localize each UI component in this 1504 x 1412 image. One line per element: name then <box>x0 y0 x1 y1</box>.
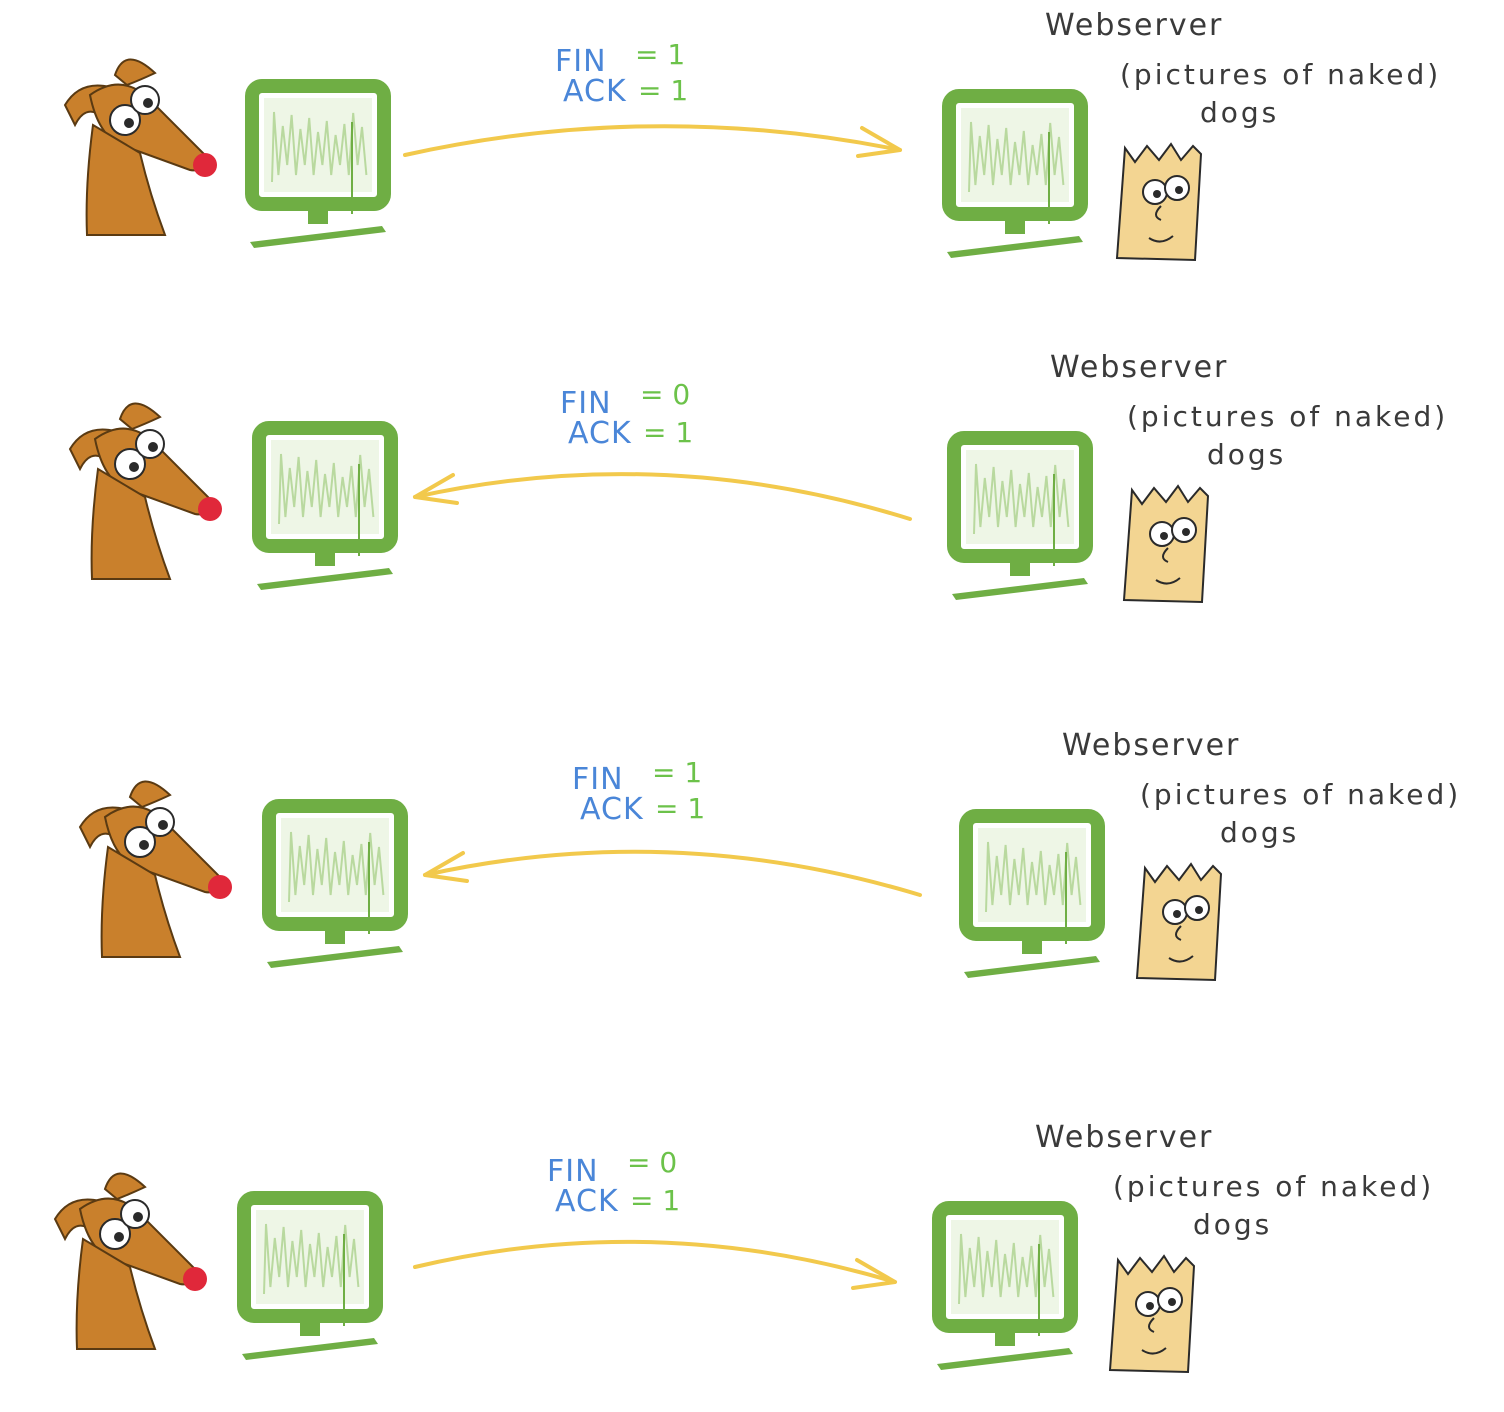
packet-arrow <box>403 124 902 157</box>
ack-flag-value: = 1 <box>638 74 689 107</box>
packet-arrow <box>413 472 912 521</box>
packet-row: FIN = 0 ACK = 1 Webserver (pictures of n… <box>0 342 1504 642</box>
ack-flag-label: ACK <box>568 416 632 451</box>
client-dog-icon <box>78 780 232 958</box>
server-character-icon <box>1115 142 1203 262</box>
client-monitor-icon <box>237 1191 383 1360</box>
ack-flag-value: = 1 <box>655 792 706 825</box>
server-description-line2: dogs <box>1220 816 1300 849</box>
ack-flag-label: ACK <box>555 1184 619 1219</box>
server-monitor-icon <box>947 431 1093 600</box>
server-title: Webserver <box>1045 8 1224 43</box>
server-description-line1: (pictures of naked) <box>1127 400 1449 433</box>
fin-flag-value: = 1 <box>652 756 703 789</box>
client-monitor-icon <box>262 799 408 968</box>
row-scene <box>68 402 1210 604</box>
ack-flag-value: = 1 <box>643 416 694 449</box>
server-character-icon <box>1135 862 1223 982</box>
server-description-line1: (pictures of naked) <box>1120 58 1442 91</box>
ack-flag-label: ACK <box>580 792 644 827</box>
arrow-head-icon <box>413 473 459 505</box>
packet-row: FIN = 1 ACK = 1 Webserver (pictures of n… <box>0 720 1504 1020</box>
arrow-head-icon <box>851 1258 897 1290</box>
server-monitor-icon <box>932 1201 1078 1370</box>
server-description-line2: dogs <box>1193 1208 1273 1241</box>
arrow-head-icon <box>423 851 469 883</box>
client-dog-icon <box>53 1172 207 1350</box>
server-description-line2: dogs <box>1207 438 1287 471</box>
server-title: Webserver <box>1035 1120 1214 1155</box>
client-monitor-icon <box>245 79 391 248</box>
row-scene <box>78 780 1223 982</box>
client-dog-icon <box>68 402 222 580</box>
server-description-line2: dogs <box>1200 96 1280 129</box>
client-monitor-icon <box>252 421 398 590</box>
arrow-head-icon <box>856 126 902 158</box>
fin-flag-label: FIN <box>572 762 624 797</box>
ack-flag-label: ACK <box>563 74 627 109</box>
fin-flag-value: = 0 <box>627 1146 678 1179</box>
fin-flag-label: FIN <box>547 1154 599 1189</box>
packet-row: FIN = 1 ACK = 1 Webserver (pictures of n… <box>0 0 1504 300</box>
row-scene <box>53 1172 1196 1374</box>
packet-arrow <box>413 1239 897 1284</box>
ack-flag-value: = 1 <box>630 1184 681 1217</box>
server-title: Webserver <box>1062 728 1241 763</box>
server-monitor-icon <box>959 809 1105 978</box>
server-character-icon <box>1108 1254 1196 1374</box>
row-scene <box>63 58 1203 262</box>
packet-arrow <box>423 849 922 897</box>
server-title: Webserver <box>1050 350 1229 385</box>
server-character-icon <box>1122 484 1210 604</box>
server-description-line1: (pictures of naked) <box>1113 1170 1435 1203</box>
client-dog-icon <box>63 58 217 236</box>
server-monitor-icon <box>942 89 1088 258</box>
fin-flag-label: FIN <box>560 386 612 421</box>
packet-row: FIN = 0 ACK = 1 Webserver (pictures of n… <box>0 1112 1504 1412</box>
fin-flag-value: = 1 <box>635 38 686 71</box>
fin-flag-label: FIN <box>555 44 607 79</box>
server-description-line1: (pictures of naked) <box>1140 778 1462 811</box>
fin-flag-value: = 0 <box>640 378 691 411</box>
